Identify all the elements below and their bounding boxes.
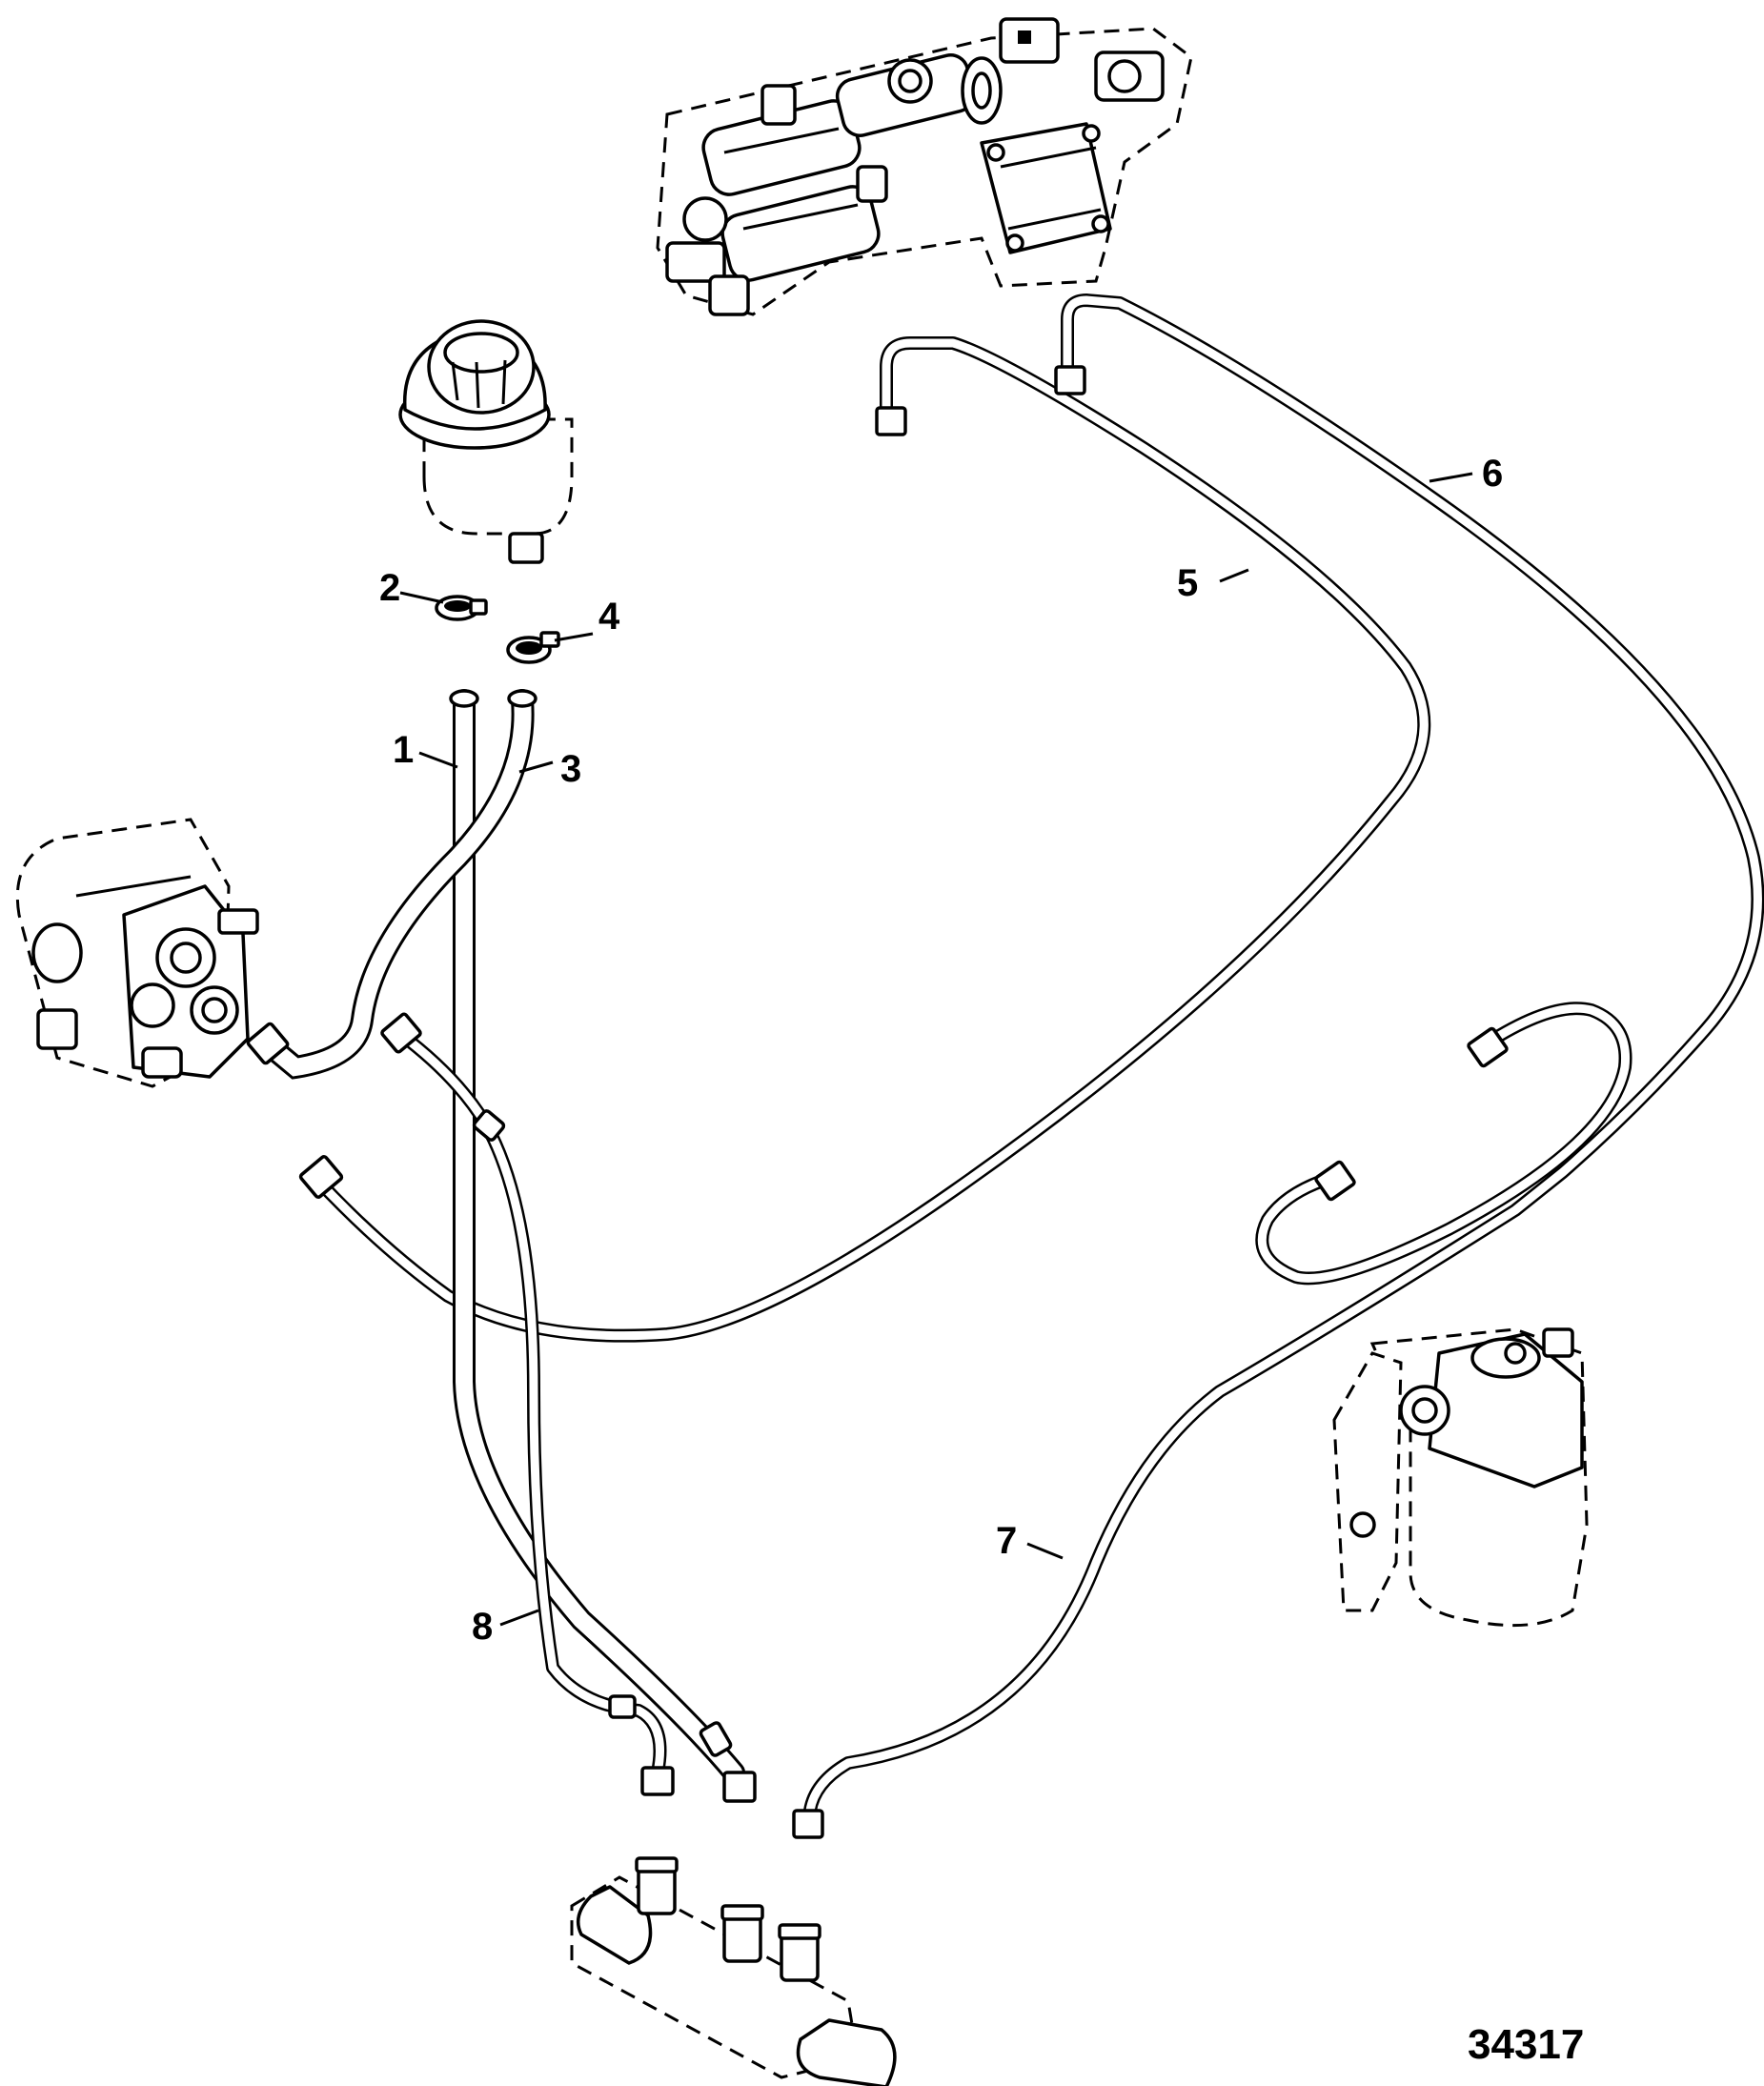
- callout-3: 3: [560, 748, 581, 790]
- hose-clamp-2: [435, 595, 488, 621]
- callout-1: 1: [393, 729, 414, 771]
- callout-4: 4: [598, 596, 620, 638]
- callout-7: 7: [996, 1520, 1017, 1562]
- callout-2: 2: [379, 567, 400, 609]
- fuel-line-7: [1255, 1002, 1632, 1286]
- leader-lines: [399, 472, 1473, 1627]
- fuel-filter: [1332, 1327, 1589, 1628]
- callout-6: 6: [1482, 453, 1503, 495]
- figure-number: 34317: [1468, 2021, 1584, 2068]
- fuel-line-6: [792, 294, 1764, 1839]
- fluid-reservoir: [398, 319, 574, 564]
- hose-1: [449, 689, 757, 1803]
- callout-8: 8: [472, 1606, 493, 1648]
- hose-3: [246, 689, 537, 1080]
- callout-5: 5: [1177, 562, 1198, 604]
- hose-clamp-4: [506, 631, 560, 664]
- fuel-line-5: [298, 336, 1431, 1343]
- power-steering-pump: [15, 818, 259, 1088]
- fuel-line-8: [380, 1012, 675, 1796]
- valve-block-assembly: [656, 17, 1193, 316]
- fuel-cooler: [570, 1856, 897, 2086]
